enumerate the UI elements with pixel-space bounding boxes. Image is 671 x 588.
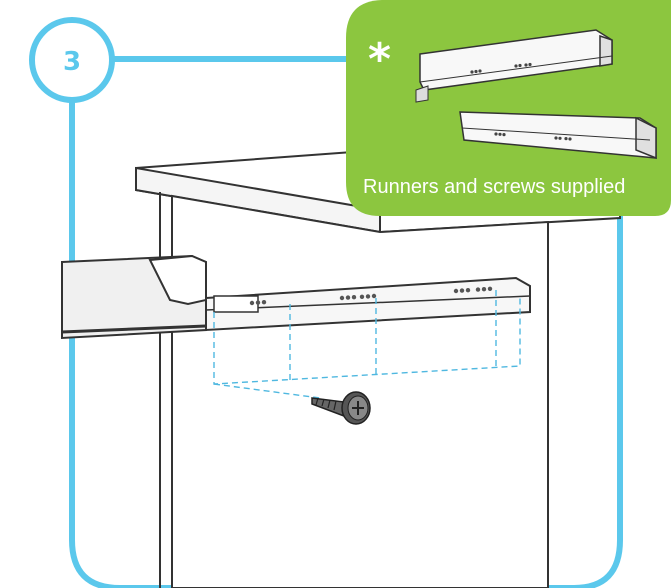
runner-holes [249, 286, 493, 306]
step-badge: 3 [29, 17, 115, 103]
callout-runner-bottom [459, 111, 657, 160]
callout-caption: Runners and screws supplied [363, 176, 625, 198]
callout-asterisk: * [368, 34, 391, 85]
alignment-guides [213, 290, 521, 399]
screw-icon [311, 391, 371, 425]
step-frame [69, 88, 623, 588]
drawer-runner-icon [205, 276, 531, 332]
drawer [61, 254, 207, 340]
drawer-bottom-rail [61, 324, 207, 334]
callout-runner-top [415, 29, 613, 103]
supplied-parts-callout: * Runners and screws supplied [346, 0, 671, 216]
step-number: 3 [63, 47, 81, 77]
